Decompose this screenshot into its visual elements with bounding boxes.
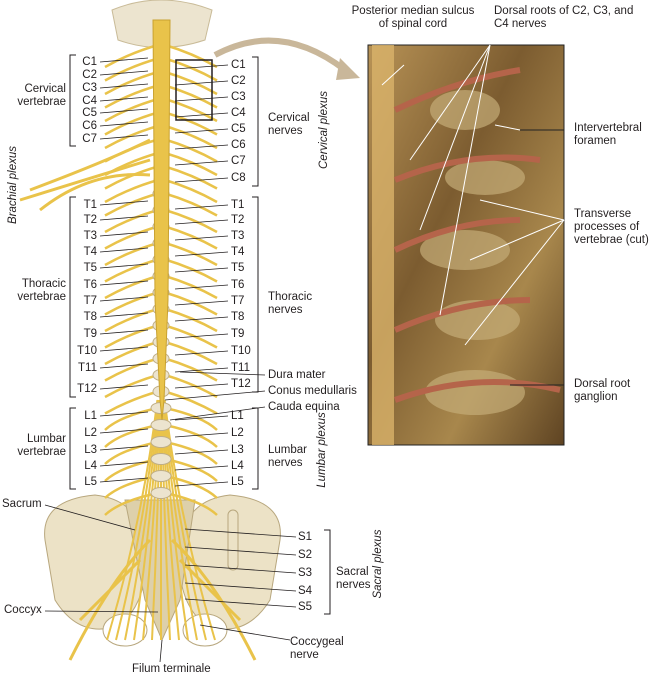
- brachial-plexus-label: Brachial plexus: [7, 146, 19, 224]
- left-thoracic-1: T2: [83, 214, 97, 226]
- right-thoracic-5: T6: [231, 279, 245, 291]
- left-lumbar-1: L2: [84, 427, 97, 439]
- right-thoracic-10: T11: [231, 362, 250, 374]
- filum-terminale-label: Filum terminale: [132, 663, 211, 675]
- photo-leader-lines: [381, 44, 565, 386]
- left-thoracic-10: T11: [78, 362, 97, 374]
- right-thoracic-9: T10: [231, 345, 251, 357]
- left-thoracic-9: T10: [77, 345, 97, 357]
- cauda-equina-label: Cauda equina: [268, 401, 340, 413]
- right-cervical-0: C1: [231, 59, 246, 71]
- right-sacral-0: S1: [298, 531, 313, 543]
- right-cervical-7: C8: [231, 172, 246, 184]
- right-thoracic-3: T4: [231, 246, 245, 258]
- intervertebral-foramen-label: Intervertebral foramen: [574, 122, 642, 147]
- left-thoracic-8: T9: [83, 328, 97, 340]
- left-cervical-0: C1: [82, 56, 97, 68]
- coccygeal-nerve-label: Coccygeal nerve: [290, 636, 344, 661]
- left-lumbar-2: L3: [84, 444, 97, 456]
- conus-medullaris-label: Conus medullaris: [268, 385, 357, 397]
- left-cervical-6: C7: [82, 133, 97, 145]
- left-thoracic-3: T4: [83, 246, 97, 258]
- right-thoracic-0: T1: [231, 199, 245, 211]
- left-cervical-1: C2: [82, 69, 97, 81]
- right-cervical-3: C4: [231, 107, 246, 119]
- left-thoracic-11: T12: [77, 383, 97, 395]
- right-cervical-6: C7: [231, 155, 246, 167]
- cervical-plexus-label: Cervical plexus: [318, 91, 330, 169]
- zoom-box: [175, 59, 213, 121]
- right-lumbar-1: L2: [231, 427, 244, 439]
- left-cervical-5: C6: [82, 120, 97, 132]
- right-thoracic-2: T3: [231, 230, 245, 242]
- right-cervical-4: C5: [231, 123, 246, 135]
- left-thoracic-5: T6: [83, 279, 97, 291]
- lumbar-nerves-label: Lumbar nerves: [268, 444, 307, 469]
- left-thoracic-7: T8: [83, 311, 97, 323]
- left-thoracic-2: T3: [83, 230, 97, 242]
- right-sacral-3: S4: [298, 585, 313, 597]
- left-thoracic-4: T5: [83, 262, 97, 274]
- dura-mater-label: Dura mater: [268, 369, 326, 381]
- right-thoracic-6: T7: [231, 295, 245, 307]
- dorsal-roots-label: Dorsal roots of C2, C3, and C4 nerves: [494, 5, 634, 30]
- right-sacral-4: S5: [298, 601, 313, 613]
- cervical-nerves-label: Cervical nerves: [268, 112, 310, 137]
- right-lumbar-3: L4: [231, 460, 244, 472]
- left-cervical-4: C5: [82, 107, 97, 119]
- lumbar-vertebrae-label: Lumbar vertebrae: [17, 433, 66, 458]
- left-lumbar-4: L5: [84, 476, 97, 488]
- thoracic-nerves-label: Thoracic nerves: [268, 291, 313, 316]
- right-thoracic-4: T5: [231, 262, 245, 274]
- right-cervical-1: C2: [231, 75, 246, 87]
- cadaver-photo: [367, 44, 565, 446]
- brackets: [69, 54, 331, 615]
- coccyx-label: Coccyx: [4, 604, 42, 616]
- posterior-median-sulcus-label: Posterior median sulcus of spinal cord: [351, 5, 475, 30]
- right-cervical-5: C6: [231, 139, 246, 151]
- left-cervical-3: C4: [82, 95, 97, 107]
- thoracic-vertebrae-label: Thoracic vertebrae: [17, 278, 66, 303]
- cervical-vertebrae-label: Cervical vertebrae: [17, 83, 66, 108]
- right-cervical-2: C3: [231, 91, 246, 103]
- right-sacral-2: S3: [298, 567, 313, 579]
- pelvis: [44, 494, 281, 647]
- left-thoracic-0: T1: [83, 199, 97, 211]
- leader-lines: [44, 57, 297, 663]
- right-lumbar-4: L5: [231, 476, 244, 488]
- right-thoracic-8: T9: [231, 328, 245, 340]
- left-lumbar-0: L1: [84, 410, 97, 422]
- sacral-plexus-label: Sacral plexus: [372, 529, 384, 599]
- right-lumbar-2: L3: [231, 444, 244, 456]
- left-thoracic-6: T7: [83, 295, 97, 307]
- left-cervical-2: C3: [82, 82, 97, 94]
- sacral-nerves-label: Sacral nerves: [336, 566, 371, 591]
- right-thoracic-11: T12: [231, 378, 251, 390]
- lumbar-plexus-label: Lumbar plexus: [316, 412, 328, 488]
- sacrum-label: Sacrum: [2, 498, 42, 510]
- spinal-cord: [152, 19, 171, 421]
- right-sacral-1: S2: [298, 549, 313, 561]
- right-thoracic-1: T2: [231, 214, 245, 226]
- left-lumbar-3: L4: [84, 460, 97, 472]
- transverse-processes-label: Transverse processes of vertebrae (cut): [574, 208, 649, 246]
- right-lumbar-0: L1: [231, 410, 244, 422]
- right-thoracic-7: T8: [231, 311, 245, 323]
- dorsal-root-ganglion-label: Dorsal root ganglion: [574, 378, 631, 403]
- zoom-arrow: [213, 37, 347, 73]
